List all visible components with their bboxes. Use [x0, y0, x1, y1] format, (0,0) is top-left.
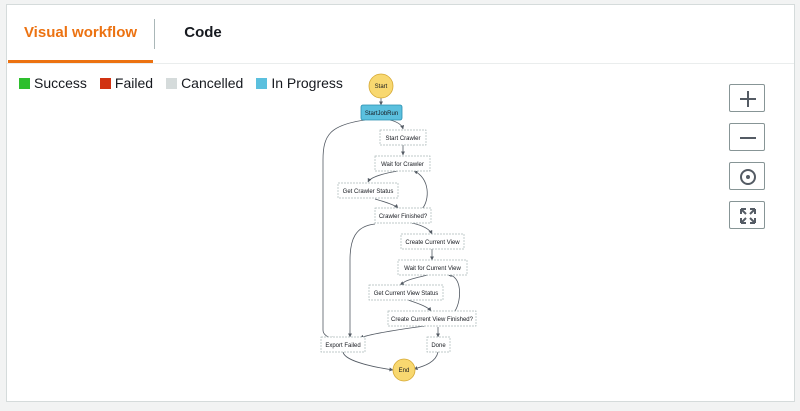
create-current-view-label: Create Current View [405, 240, 460, 246]
edge [322, 119, 366, 341]
edge [413, 351, 439, 370]
fit-expand-icon [740, 208, 756, 224]
crawler-finished-label: Crawler Finished? [379, 214, 428, 220]
state-crawler-finished[interactable]: Crawler Finished? [374, 207, 432, 224]
state-create-current-view-finished[interactable]: Create Current View Finished? [387, 310, 477, 327]
edge [413, 170, 428, 210]
state-start-crawler[interactable]: Start Crawler [379, 129, 427, 146]
legend-failed: Failed [99, 75, 154, 91]
edge [411, 222, 433, 235]
start-label: Start [375, 84, 388, 90]
end-label: End [399, 368, 410, 374]
edge [367, 170, 399, 183]
center-button[interactable] [729, 162, 765, 190]
state-wait-for-current-view[interactable]: Wait for Current View [397, 259, 468, 276]
legend-cancelled-label: Cancelled [181, 75, 244, 91]
in-progress-swatch [256, 77, 268, 89]
status-legend: Success Failed Cancelled In Progress [19, 75, 356, 91]
edge [374, 198, 399, 209]
done-label: Done [431, 343, 446, 349]
failed-swatch [99, 77, 111, 89]
zoom-in-button[interactable] [729, 84, 765, 112]
state-create-current-view[interactable]: Create Current View [400, 233, 465, 250]
wait-for-crawler-label: Wait for Crawler [381, 162, 424, 168]
state-get-crawler-status[interactable]: Get Crawler Status [337, 182, 399, 199]
state-end[interactable]: End [392, 358, 416, 382]
tab-visual-workflow[interactable]: Visual workflow [8, 5, 153, 63]
get-current-view-status-label: Get Current View Status [374, 291, 439, 297]
create-current-view-finished-label: Create Current View Finished? [391, 317, 474, 323]
legend-in-progress: In Progress [256, 75, 343, 91]
legend-cancelled: Cancelled [166, 75, 243, 91]
edge [447, 273, 460, 312]
edge [359, 325, 426, 339]
edge [342, 351, 394, 372]
state-start[interactable]: Start [368, 73, 394, 99]
tab-bar: Visual workflow Code [7, 5, 794, 64]
workflow-panel: Visual workflow Code [6, 4, 795, 402]
plus-icon [740, 91, 756, 107]
legend-success-label: Success [34, 75, 87, 91]
state-wait-for-crawler[interactable]: Wait for Crawler [374, 155, 431, 172]
start-crawler-label: Start Crawler [385, 136, 420, 142]
edge [389, 119, 405, 130]
edge [407, 299, 432, 312]
success-swatch [19, 77, 30, 89]
wait-for-current-view-label: Wait for Current View [404, 266, 461, 272]
state-get-current-view-status[interactable]: Get Current View Status [368, 284, 444, 301]
cancelled-swatch [166, 77, 178, 89]
minus-icon [740, 137, 756, 139]
legend-success: Success [19, 75, 87, 91]
center-target-icon [740, 169, 756, 185]
edge [399, 274, 429, 286]
export-failed-label: Export Failed [325, 343, 360, 349]
zoom-out-button[interactable] [729, 123, 765, 151]
start-job-run-label: StartJobRun [365, 111, 398, 117]
legend-failed-label: Failed [114, 75, 154, 91]
fit-to-screen-button[interactable] [729, 201, 765, 229]
edge [348, 223, 376, 338]
graph-edges [322, 98, 460, 372]
state-export-failed[interactable]: Export Failed [320, 336, 366, 353]
state-start-job-run[interactable]: StartJobRun [360, 104, 403, 121]
tab-code[interactable]: Code [184, 24, 222, 41]
get-crawler-status-label: Get Crawler Status [343, 189, 394, 195]
tab-divider [154, 19, 155, 49]
legend-in-progress-label: In Progress [271, 75, 343, 91]
state-done[interactable]: Done [426, 336, 451, 353]
